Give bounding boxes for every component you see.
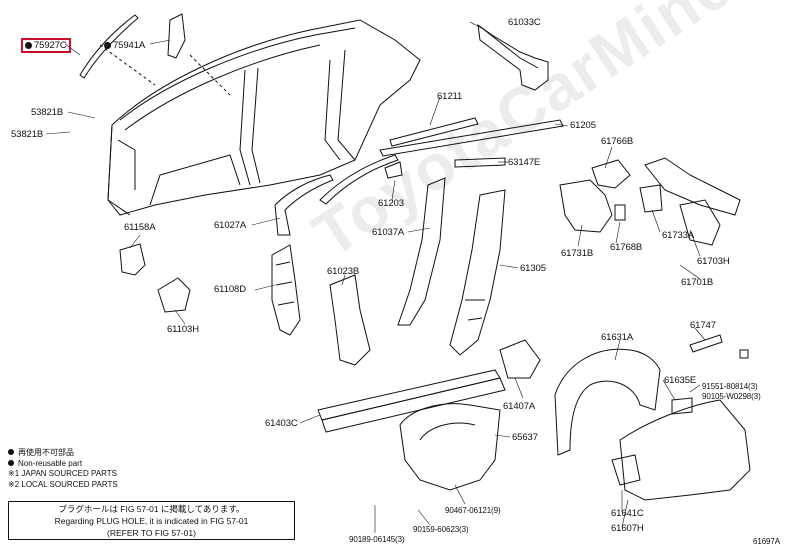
callout-75941a[interactable]: 75941A	[104, 40, 145, 51]
callout-61033c[interactable]: 61033C	[508, 17, 541, 28]
callout-61747[interactable]: 61747	[690, 320, 716, 331]
callout-90105-w0298[interactable]: 90105-W0298(3)	[702, 392, 761, 401]
roof-molding-parts	[79, 13, 231, 96]
non-reusable-marker-icon	[25, 42, 32, 49]
non-reusable-marker-icon	[104, 42, 111, 49]
callout-61211[interactable]: 61211	[437, 91, 463, 102]
roof-rails	[319, 117, 564, 205]
callout-61701b[interactable]: 61701B	[681, 277, 714, 288]
callout-61733a[interactable]: 61733A	[662, 230, 695, 241]
legend-japan-sourced: ※1 JAPAN SOURCED PARTS	[8, 469, 117, 478]
legend: 再使用不可部品 Non-reusable part ※1 JAPAN SOURC…	[8, 448, 118, 490]
small-brackets-left	[119, 243, 371, 366]
center-pillar	[397, 177, 506, 356]
legend-item-jp: 再使用不可部品	[8, 448, 118, 459]
note-line-en: Regarding PLUG HOLE, it is indicated in …	[54, 516, 249, 526]
callout-90467-06121[interactable]: 90467-06121(9)	[445, 506, 501, 515]
front-pillar	[271, 174, 334, 336]
legend-local-sourced: ※2 LOCAL SOURCED PARTS	[8, 479, 118, 489]
callout-61703h[interactable]: 61703H	[697, 256, 730, 267]
legend-item-en: Non-reusable part	[8, 459, 118, 470]
callout-65637[interactable]: 65637	[512, 432, 538, 443]
callout-90189-06145[interactable]: 90189-06145(3)	[349, 535, 405, 544]
callout-61203[interactable]: 61203	[378, 198, 404, 209]
callout-91551-80814[interactable]: 91551-80814(3)	[702, 382, 758, 391]
leader-lines	[45, 21, 706, 533]
non-reusable-marker-icon	[8, 449, 14, 455]
wheel-house	[399, 334, 751, 501]
callout-63147e[interactable]: 63147E	[508, 157, 541, 168]
part-61033c	[477, 23, 549, 91]
callout-61768b[interactable]: 61768B	[610, 242, 643, 253]
callout-61023b[interactable]: 61023B	[327, 266, 360, 277]
plug-hole-note: プラグホールは FIG 57-01 に掲載してあります。 Regarding P…	[8, 501, 295, 540]
callout-61103h[interactable]: 61103H	[167, 324, 199, 335]
callout-61027a[interactable]: 61027A	[214, 220, 247, 231]
callout-61766b[interactable]: 61766B	[601, 136, 634, 147]
callout-61158a[interactable]: 61158A	[124, 222, 156, 233]
callout-61631a[interactable]: 61631A	[601, 332, 634, 343]
rocker-panel	[317, 339, 541, 433]
callout-61037a[interactable]: 61037A	[372, 227, 405, 238]
non-reusable-marker-icon	[8, 459, 14, 466]
callout-53821b[interactable]: 53821B	[31, 107, 64, 118]
callout-53821b[interactable]: 53821B	[11, 129, 44, 140]
side-panel-outer	[107, 19, 421, 216]
callout-61641c[interactable]: 61641C	[611, 508, 644, 519]
callout-61635e[interactable]: 61635E	[664, 375, 697, 386]
callout-61731b[interactable]: 61731B	[561, 248, 594, 259]
rear-quarter-parts	[559, 157, 741, 246]
callout-90159-60623[interactable]: 90159-60623(3)	[413, 525, 469, 534]
callout-61407a[interactable]: 61407A	[503, 401, 536, 412]
callout-61403c[interactable]: 61403C	[265, 418, 298, 429]
page-code: 61697A	[753, 537, 780, 546]
callout-61607h[interactable]: 61607H	[611, 523, 644, 534]
callout-61205[interactable]: 61205	[570, 120, 596, 131]
note-line-jp: プラグホールは FIG 57-01 に掲載してあります。	[58, 504, 245, 514]
callout-75927c[interactable]: 75927C	[21, 38, 71, 53]
callout-61305[interactable]: 61305	[520, 263, 546, 274]
callout-61108d[interactable]: 61108D	[214, 284, 246, 295]
note-line-ref[interactable]: (REFER TO FIG 57-01)	[107, 528, 196, 538]
